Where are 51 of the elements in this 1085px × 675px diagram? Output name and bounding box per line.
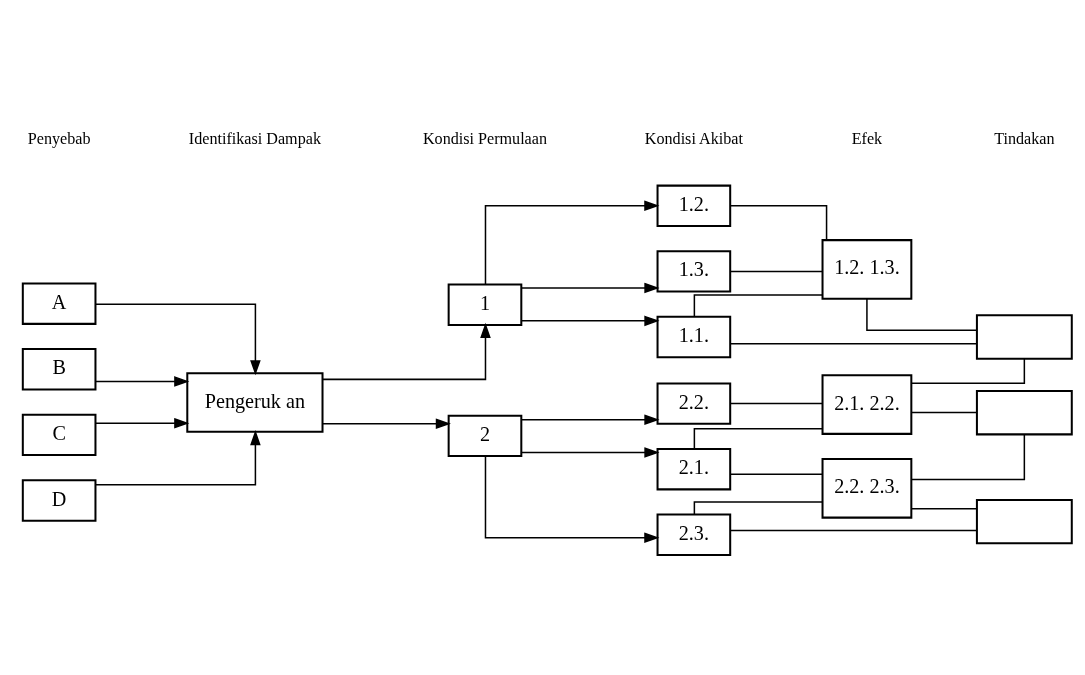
connector bbox=[910, 357, 1026, 384]
label: Kondisi Akibat bbox=[644, 130, 743, 148]
node-box bbox=[975, 498, 1073, 545]
arrow bbox=[94, 430, 261, 486]
node-box bbox=[975, 389, 1073, 436]
connector bbox=[866, 298, 978, 331]
connector bbox=[693, 294, 824, 318]
arrow bbox=[94, 417, 190, 429]
arrow bbox=[321, 322, 491, 381]
node-box: 1.1. bbox=[656, 315, 732, 359]
arrow bbox=[520, 447, 660, 458]
label: Tindakan bbox=[994, 130, 1055, 148]
label: Efek bbox=[851, 130, 883, 148]
label: Identifikasi Dampak bbox=[188, 130, 321, 148]
connector bbox=[729, 270, 824, 273]
connector bbox=[729, 402, 824, 405]
connector bbox=[910, 508, 978, 510]
node-box: C bbox=[21, 413, 97, 457]
node-box: 1.2. 1.3. bbox=[821, 239, 913, 300]
node-box: 2.3. bbox=[656, 513, 732, 556]
node-box bbox=[975, 314, 1073, 360]
arrow bbox=[520, 315, 660, 327]
connector bbox=[729, 205, 828, 241]
arrow bbox=[484, 200, 660, 285]
node-box: 2.2. bbox=[656, 382, 732, 425]
arrow bbox=[484, 455, 660, 544]
connector bbox=[910, 411, 978, 414]
node-box: 2.2. 2.3. bbox=[821, 458, 913, 519]
connector bbox=[729, 529, 978, 532]
arrow bbox=[94, 303, 261, 376]
node-box: A bbox=[21, 282, 97, 325]
connector bbox=[729, 342, 978, 345]
connector bbox=[729, 473, 824, 475]
arrow bbox=[520, 414, 660, 426]
label: Penyebab bbox=[27, 130, 91, 148]
node-box: Pengeruk an bbox=[186, 372, 324, 433]
arrow bbox=[520, 282, 660, 294]
connector bbox=[693, 501, 824, 516]
node-box: 2 bbox=[447, 414, 523, 458]
node-box: 1 bbox=[447, 283, 523, 326]
node-box: D bbox=[21, 479, 97, 522]
arrow bbox=[321, 418, 451, 430]
connector bbox=[693, 428, 824, 450]
arrow bbox=[94, 376, 190, 387]
connector bbox=[910, 433, 1026, 481]
label: Kondisi Permulaan bbox=[422, 130, 548, 148]
node-box: 2.1. bbox=[656, 448, 732, 491]
node-box: 1.3. bbox=[656, 250, 732, 293]
node-box: 1.2. bbox=[656, 184, 732, 227]
node-box: 2.1. 2.2. bbox=[821, 374, 913, 435]
node-box: B bbox=[21, 348, 97, 391]
